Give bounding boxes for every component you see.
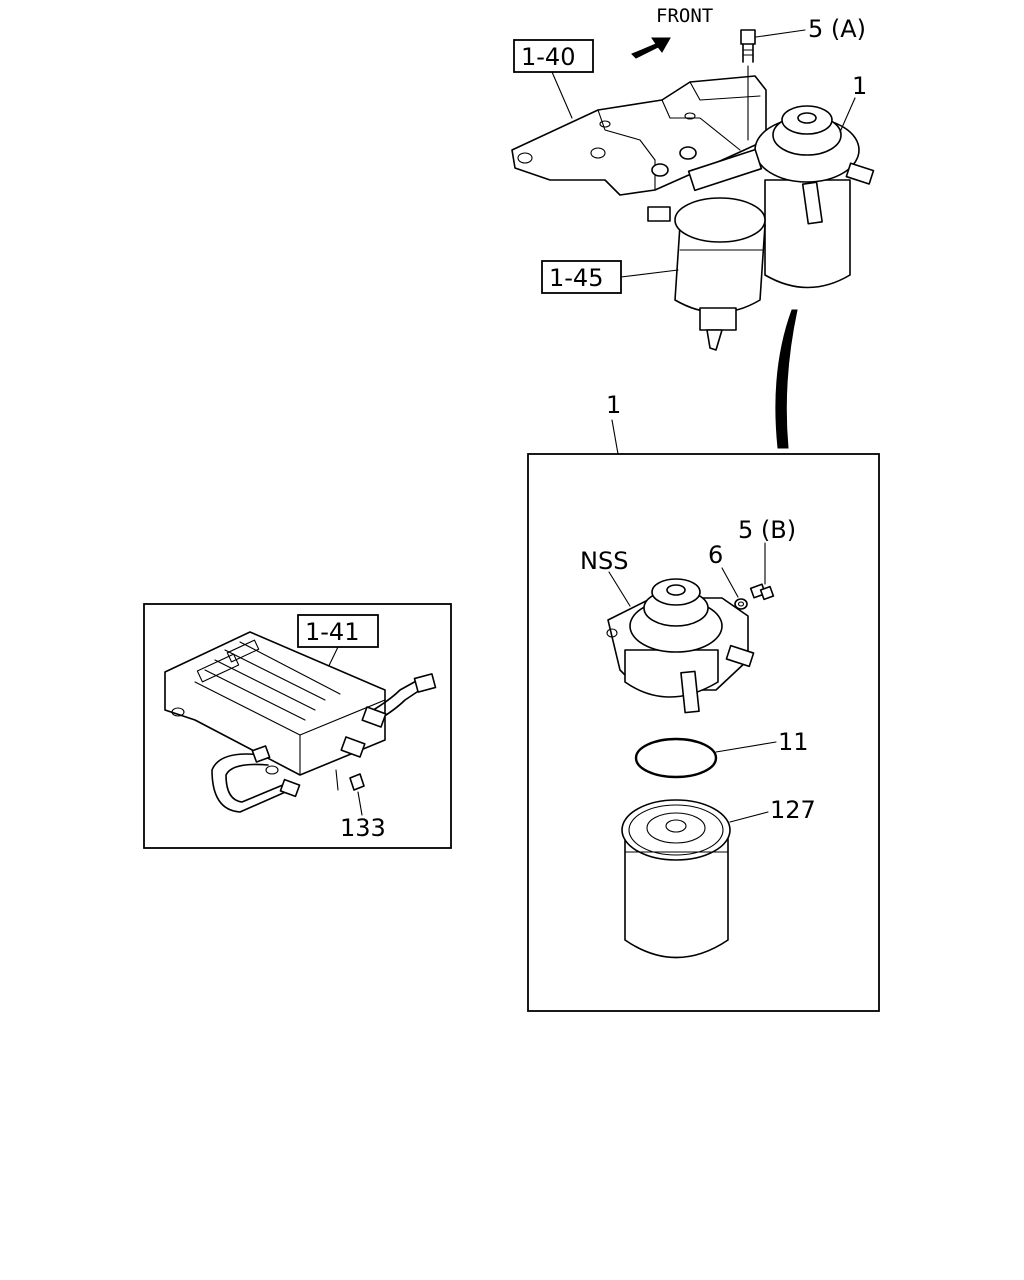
label-1-41: 1-41 <box>305 618 359 646</box>
fuel-filter-right <box>754 105 875 289</box>
detail-callout-curve <box>775 309 798 449</box>
fuel-filter-assembly: FRONT 5 (A) 1-40 <box>511 5 875 449</box>
ref-1-40-box <box>513 39 594 73</box>
front-arrow-icon <box>631 37 671 59</box>
label-nss: NSS <box>580 547 628 575</box>
leader-133 <box>357 791 363 816</box>
label-5a: 5 (A) <box>808 15 866 43</box>
fuel-filter-left <box>647 146 766 351</box>
label-6: 6 <box>708 541 723 569</box>
fuel-cooler-radiator <box>164 631 437 813</box>
bolt-5b-icon <box>749 583 775 601</box>
leader-nss <box>608 571 631 607</box>
detail-frame-part-1 <box>527 419 880 1012</box>
label-133: 133 <box>340 814 386 842</box>
clip-133-icon <box>335 769 365 791</box>
leader-1-40 <box>551 71 573 119</box>
label-1-top: 1 <box>852 72 867 100</box>
leader-1-top <box>839 97 856 133</box>
leader-5a <box>755 29 806 38</box>
label-11: 11 <box>778 728 809 756</box>
washer-6-icon <box>734 598 748 610</box>
bolt-5a-icon <box>740 29 756 141</box>
front-label: FRONT <box>656 5 713 27</box>
leader-6 <box>721 567 739 598</box>
o-ring-11 <box>634 737 718 779</box>
filter-cartridge-127 <box>621 799 731 959</box>
filter-head-nss <box>606 578 755 714</box>
label-127: 127 <box>770 796 816 824</box>
label-1-40: 1-40 <box>521 43 575 71</box>
leader-11 <box>715 741 777 753</box>
label-1-45: 1-45 <box>549 264 603 292</box>
label-5b: 5 (B) <box>738 516 796 544</box>
leader-127 <box>729 811 769 823</box>
label-1-detail: 1 <box>606 391 621 419</box>
detail-frame-1-41 <box>143 603 452 849</box>
leader-1-45 <box>620 269 679 278</box>
